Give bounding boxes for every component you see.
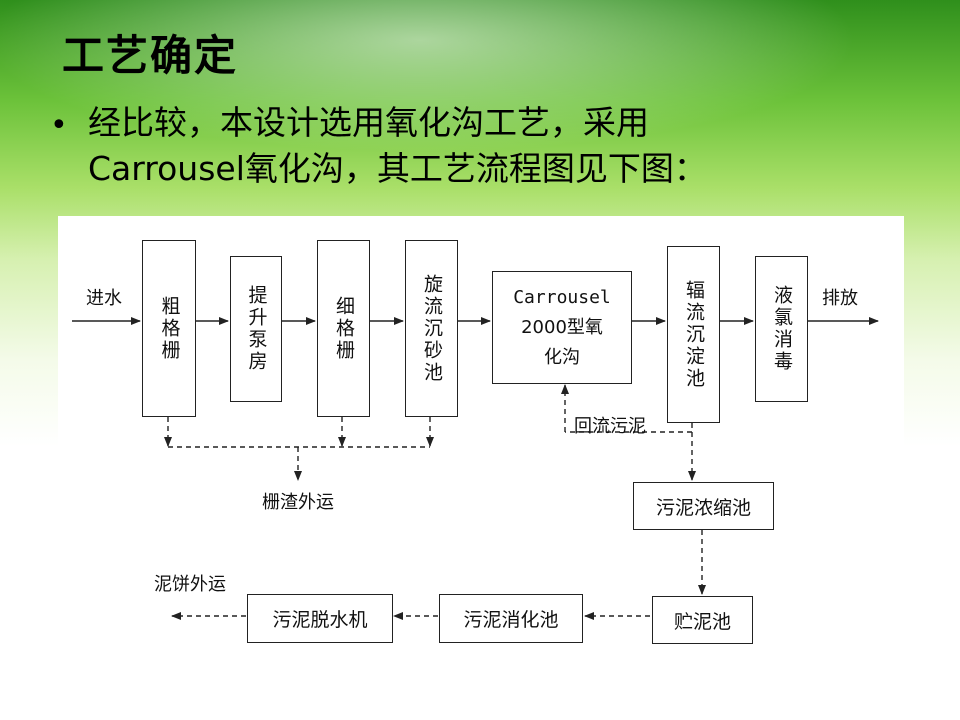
label-screenings-out: 栅渣外运 [262,492,334,513]
box-grit-chamber: 旋流沉砂池 [405,240,458,417]
box-coarse-screen: 粗格栅 [142,240,196,417]
bullet-dot: • [50,108,68,143]
box-dewatering: 污泥脱水机 [247,594,393,643]
label-outlet: 排放 [822,288,858,309]
slide-title: 工艺确定 [62,31,239,80]
process-flow-diagram: 进水 排放 粗格栅 提升泵房 细格栅 旋流沉砂池 Carrousel 2000型… [58,216,904,656]
ditch-line-3: 化沟 [544,346,580,368]
flow-connectors [72,317,879,620]
box-fine-screen: 细格栅 [317,240,370,417]
bullet-line-2: Carrousel氧化沟，其工艺流程图见下图： [88,149,707,188]
box-settling-tank: 辐流沉淀池 [667,246,720,423]
box-oxidation-ditch: Carrousel 2000型氧 化沟 [492,271,632,384]
label-inlet: 进水 [86,288,122,309]
ditch-line-1: Carrousel [513,286,611,308]
box-disinfection: 液氯消毒 [755,256,808,402]
box-digester: 污泥消化池 [439,594,583,643]
bullet-line-1: 经比较，本设计选用氧化沟工艺，采用 [88,103,649,142]
ditch-line-2: 2000型氧 [521,316,603,338]
box-lift-pump: 提升泵房 [230,256,282,402]
label-return-sludge: 回流污泥 [574,416,646,437]
box-sludge-tank: 贮泥池 [652,596,753,644]
box-thickener: 污泥浓缩池 [633,482,774,530]
bullet-text: 经比较，本设计选用氧化沟工艺，采用 Carrousel氧化沟，其工艺流程图见下图… [88,100,908,192]
label-cake-out: 泥饼外运 [154,574,226,595]
